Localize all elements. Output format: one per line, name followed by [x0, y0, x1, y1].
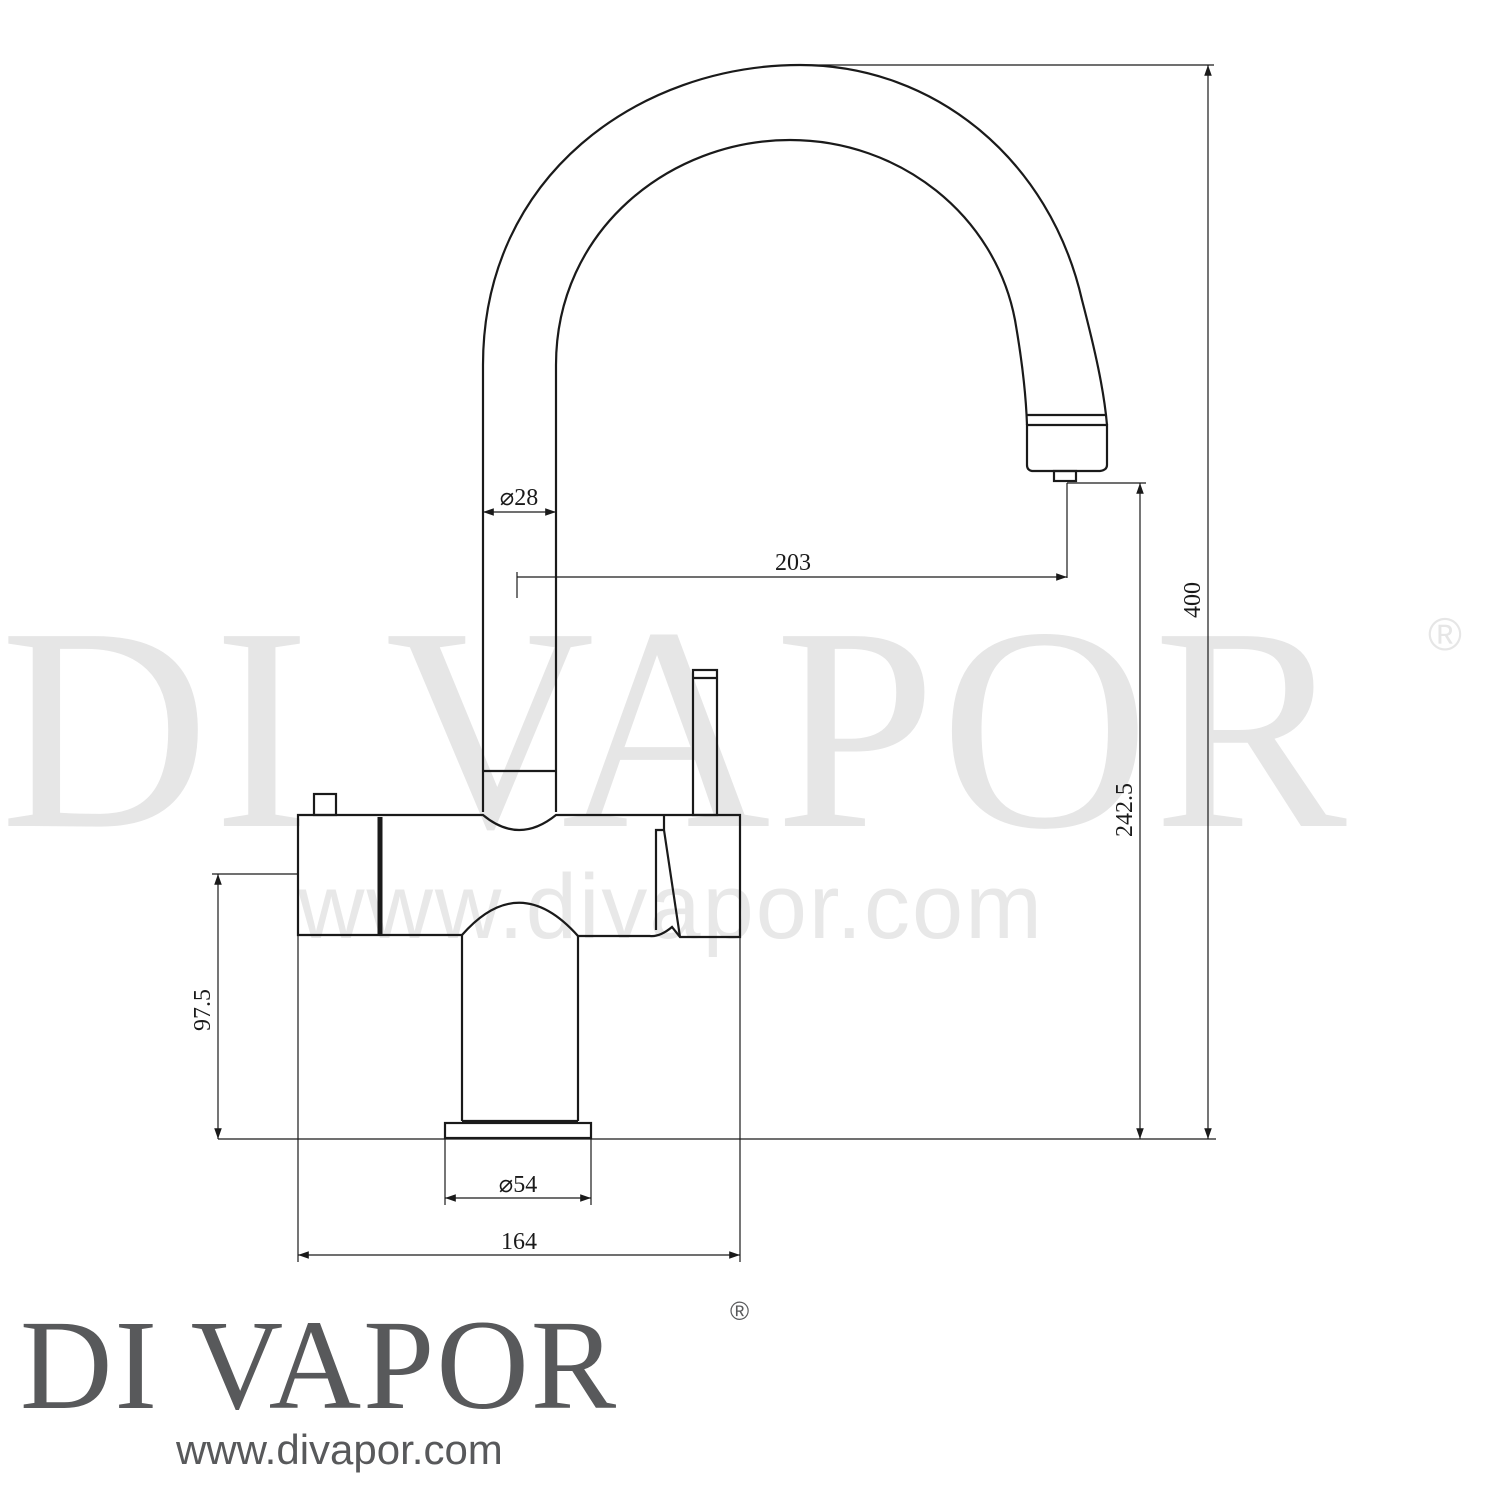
base-plate	[443, 1121, 593, 1140]
aerator	[1052, 469, 1078, 483]
dimension-labels: ⌀28 203 400 242.5 97.5 ⌀54 164	[190, 485, 1206, 1255]
label-outlet-height: 242.5	[1112, 783, 1138, 837]
label-total-height: 400	[1180, 582, 1206, 618]
spout-nozzle	[1025, 423, 1109, 473]
body	[296, 813, 742, 939]
watermark-brand: DI VAPOR	[0, 568, 1351, 889]
logo-url: www.divapor.com	[175, 1426, 503, 1473]
label-reach: 203	[775, 550, 811, 576]
logo-brand: DI VAPOR	[20, 1294, 618, 1436]
label-base-diameter: ⌀54	[499, 1172, 537, 1198]
brand-logo: DI VAPOR ® www.divapor.com	[20, 1294, 749, 1473]
lever-handle	[691, 668, 719, 817]
tap-outline	[296, 63, 1109, 1140]
watermark: DI VAPOR ® www.divapor.com	[0, 568, 1462, 958]
lever-base	[654, 815, 682, 938]
label-body-height: 97.5	[190, 989, 216, 1031]
watermark-registered-mark: ®	[1428, 608, 1462, 660]
spout-outer	[481, 63, 1109, 812]
dimension-lines	[212, 64, 1216, 1262]
logo-registered-mark: ®	[730, 1296, 749, 1326]
button-knob	[312, 792, 338, 817]
label-width: 164	[501, 1229, 537, 1255]
label-spout-diameter: ⌀28	[500, 485, 538, 511]
spout-inner	[554, 138, 1029, 812]
